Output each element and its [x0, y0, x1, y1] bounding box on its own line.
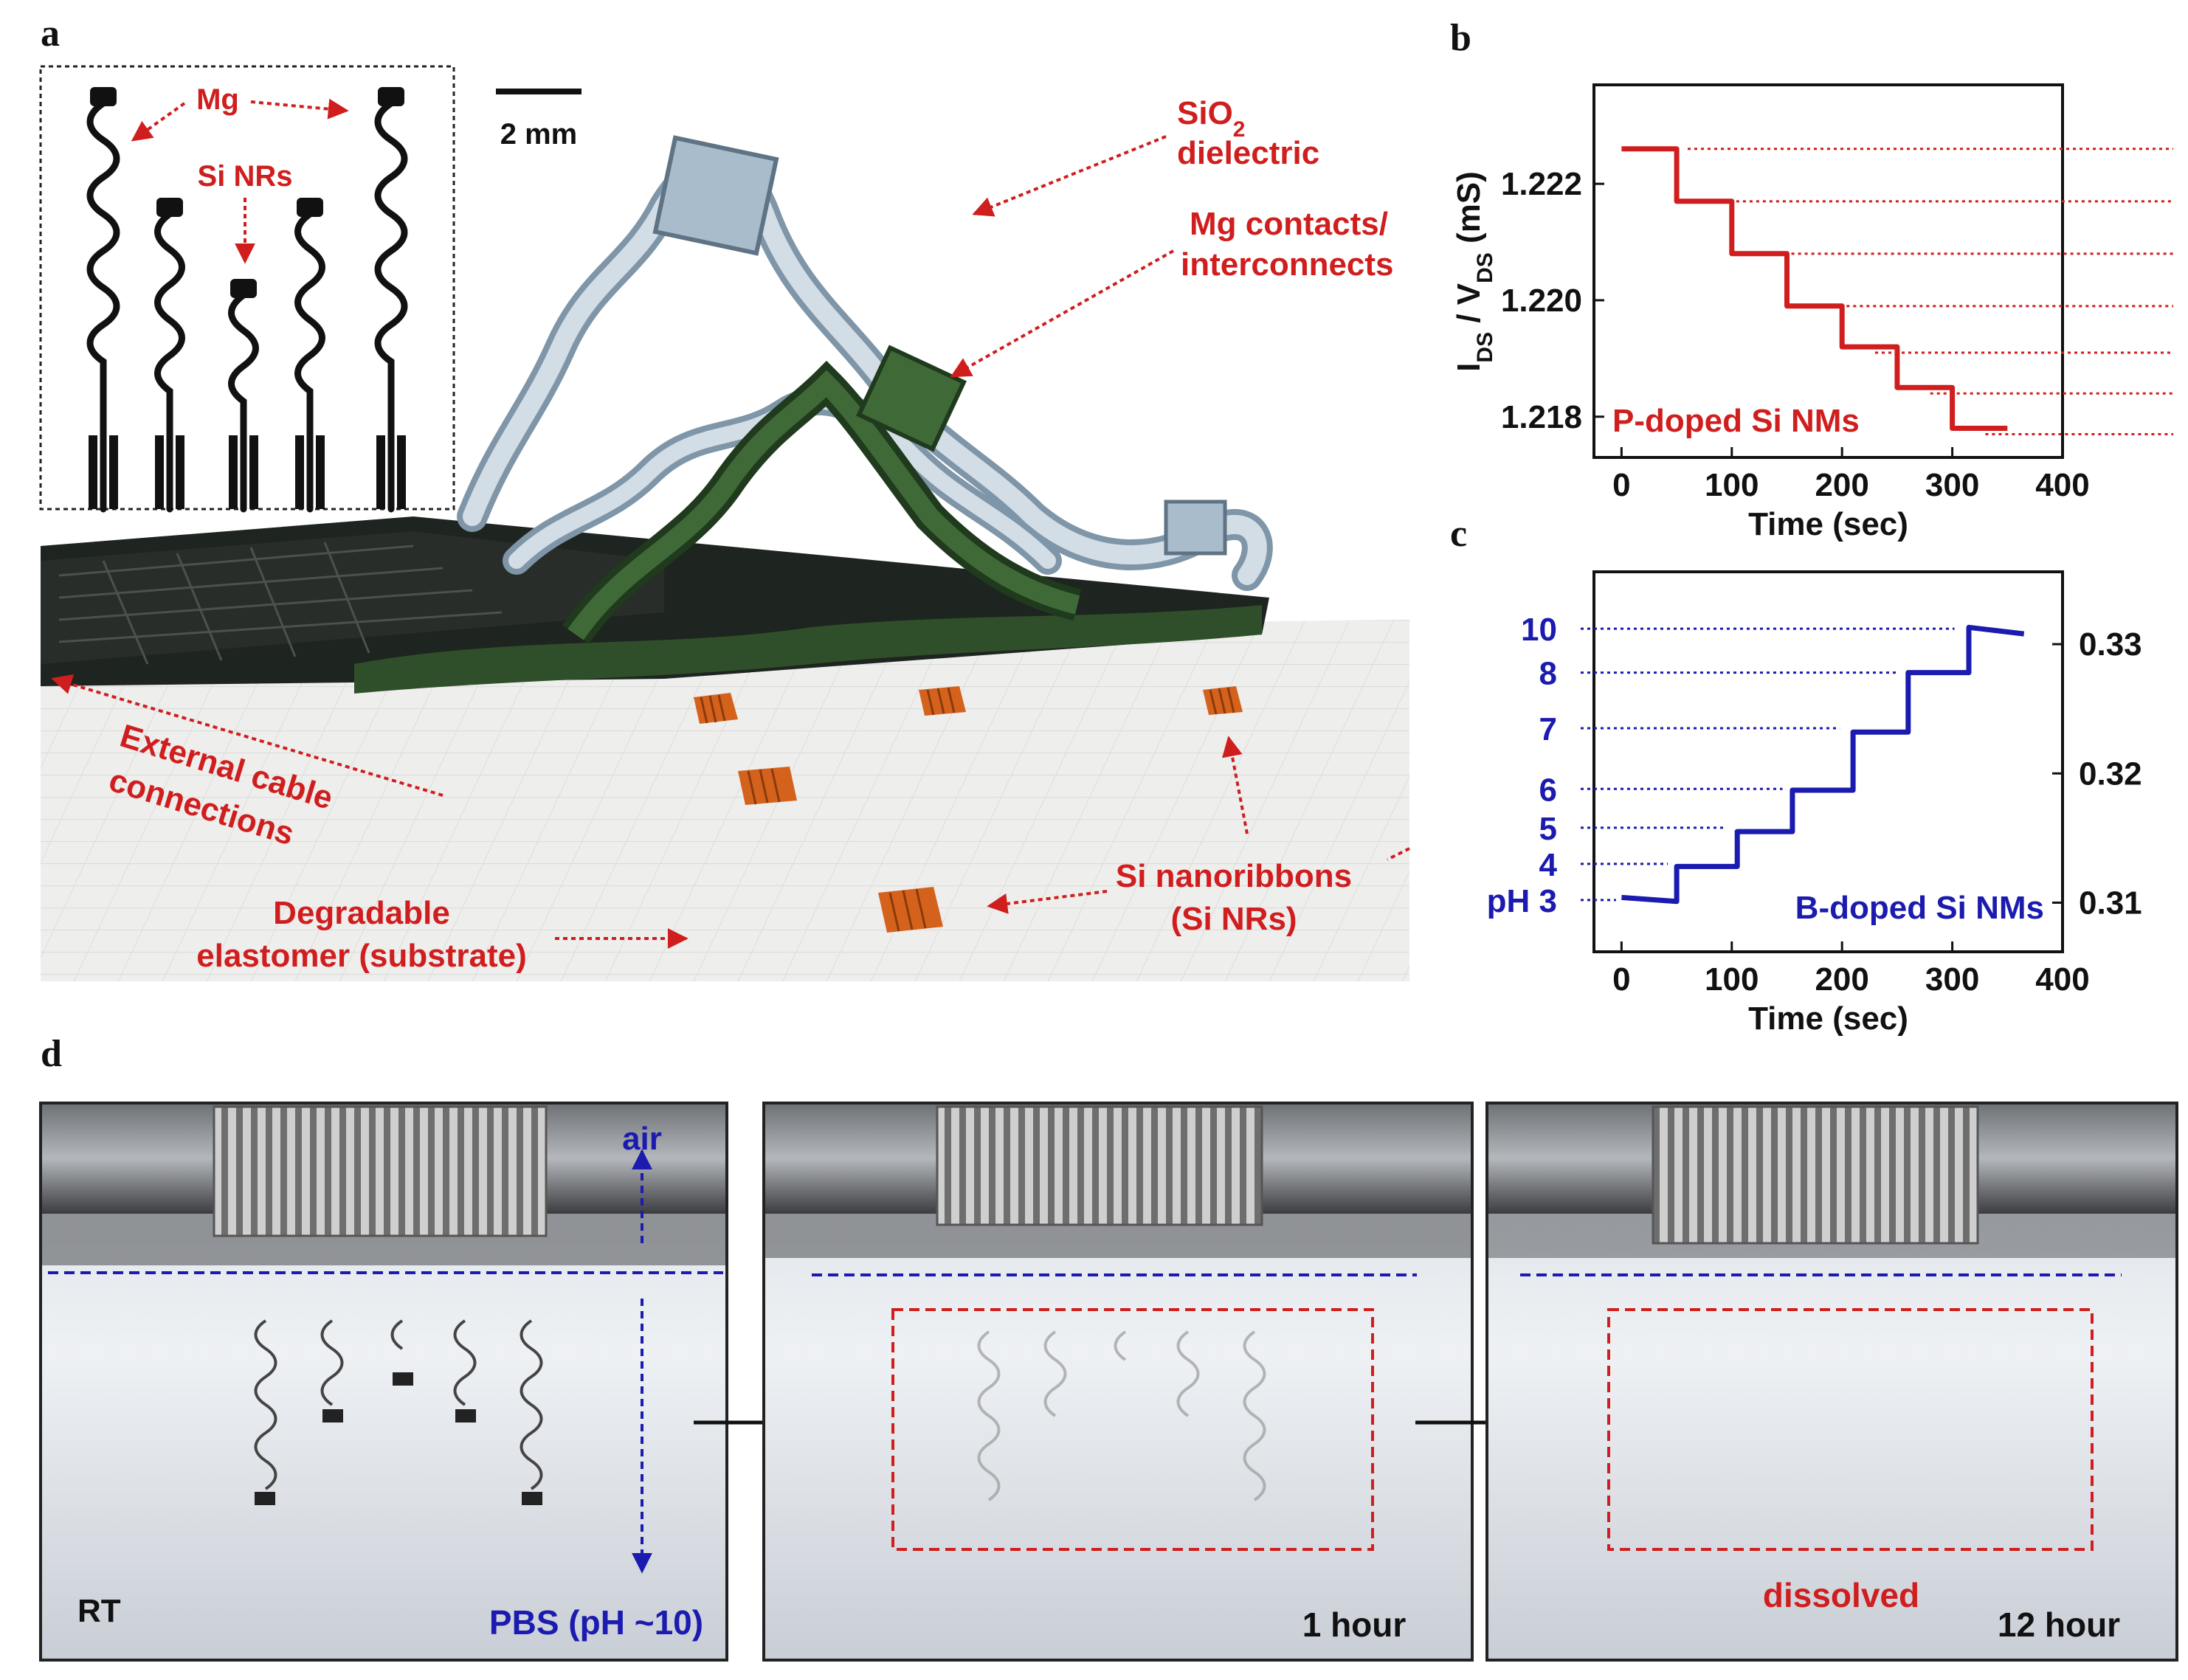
degradable-substrate	[41, 620, 1409, 981]
chart-b-series-line	[1621, 146, 2008, 431]
chart-b-xtick-label: 200	[1815, 467, 1868, 503]
twelve-hour-label: 12 hour	[1998, 1605, 2120, 1644]
inset-serpentines	[86, 100, 408, 513]
chart-b-xlabel: Time (sec)	[1748, 506, 1908, 542]
si-nanoribbons	[694, 686, 1243, 933]
chart-c-frame	[1592, 570, 2064, 953]
panel-d: d air RT PBS (pH ~10)	[39, 1033, 2178, 1662]
inset-mg-label: Mg	[196, 83, 239, 116]
chart-c-xtick-label: 0	[1612, 961, 1630, 998]
dissolved-label: dissolved	[1763, 1576, 1919, 1614]
photo-1-hour: 1 hour	[762, 1102, 1474, 1662]
sio2-serpentine	[457, 135, 1273, 591]
panel-a: a	[39, 13, 1410, 981]
chart-c-ytick-label: 0.31	[2079, 885, 2142, 921]
chart-c-ph-label: pH 3	[1487, 883, 1557, 919]
mg-serpentine	[562, 345, 1082, 644]
svg-text:SiO2: SiO2	[1177, 95, 1245, 142]
chart-c-ph-label: 5	[1539, 811, 1557, 847]
chart-c-ph-label: 6	[1539, 772, 1557, 808]
pbs-label: PBS (pH ~10)	[489, 1603, 703, 1642]
chart-c-xlabel: Time (sec)	[1748, 1000, 1908, 1037]
chart-c-xtick-label: 100	[1705, 961, 1759, 998]
chart-c-ytick-label: 0.32	[2079, 756, 2142, 792]
rt-label: RT	[77, 1593, 121, 1629]
chart-b-xtick-label: 400	[2035, 467, 2089, 503]
chart-c-xtick-label: 400	[2035, 961, 2089, 998]
panel-c-letter: c	[1450, 513, 1467, 555]
one-hour-label: 1 hour	[1302, 1605, 1407, 1644]
mg-contacts-line2: interconnects	[1181, 246, 1394, 283]
elastomer-line2: elastomer (substrate)	[196, 938, 526, 974]
chart-c-ph-label: 7	[1539, 711, 1557, 747]
panel-a-letter: a	[41, 13, 60, 55]
chart-c-xtick-label: 300	[1925, 961, 1979, 998]
chart-c-xtick-label: 200	[1815, 961, 1868, 998]
scale-bar: 2 mm	[496, 89, 581, 151]
panel-d-letter: d	[41, 1033, 62, 1075]
mg-contacts-line1: Mg contacts/	[1190, 206, 1388, 242]
sio2-label: SiO2 dielectric	[972, 95, 1319, 217]
sio2-label-line2: dielectric	[1177, 135, 1319, 171]
chart-b-annotation: P-doped Si NMs	[1612, 403, 1860, 439]
chart-c-ph-label: 10	[1521, 612, 1557, 648]
rt-serpentines	[254, 1319, 543, 1490]
photo-rt: air RT PBS (pH ~10)	[39, 1102, 728, 1662]
si-nanoribbons-line1: Si nanoribbons	[1116, 858, 1352, 894]
chart-b-xtick-label: 300	[1925, 467, 1979, 503]
panel-b-letter: b	[1450, 17, 1471, 59]
chart-c-series-line	[1621, 624, 2025, 905]
inset-si-label: Si NRs	[198, 160, 293, 193]
scale-bar-label: 2 mm	[500, 118, 578, 151]
sio2-label-sub: 2	[1233, 117, 1246, 142]
chart-b-xtick-label: 0	[1612, 467, 1630, 503]
sio2-label-main: SiO	[1177, 95, 1233, 131]
chart-b-ytick-label: 1.220	[1501, 283, 1582, 319]
mg-contacts-label: Mg contacts/ interconnects	[950, 206, 1394, 378]
inset-layout: Mg Si NRs	[39, 65, 455, 513]
chart-c-annotation: B-doped Si NMs	[1795, 890, 2044, 926]
si-nanoribbons-label: Si nanoribbons (Si NRs)	[987, 736, 1410, 937]
chart-b-xtick-label: 100	[1705, 467, 1759, 503]
chart-c-ytick-label: 0.33	[2079, 626, 2142, 663]
chart-b-frame	[1592, 83, 2064, 459]
elastomer-label: Degradable elastomer (substrate)	[196, 895, 689, 974]
air-label: air	[622, 1121, 662, 1157]
photo-12-hour: dissolved 12 hour	[1485, 1102, 2178, 1662]
chart-c-ph-label: 8	[1539, 656, 1557, 692]
elastomer-line1: Degradable	[273, 895, 450, 931]
chart-b-ytick-label: 1.218	[1501, 399, 1582, 435]
chart-b-ylabel: IDS / VDS (mS)	[1451, 171, 1497, 372]
si-nanoribbons-line2: (Si NRs)	[1170, 901, 1297, 937]
chart-b-ytick-label: 1.222	[1501, 166, 1582, 202]
chart-c-ph-label: 4	[1539, 847, 1558, 883]
faded-serpentines	[977, 1330, 1266, 1501]
